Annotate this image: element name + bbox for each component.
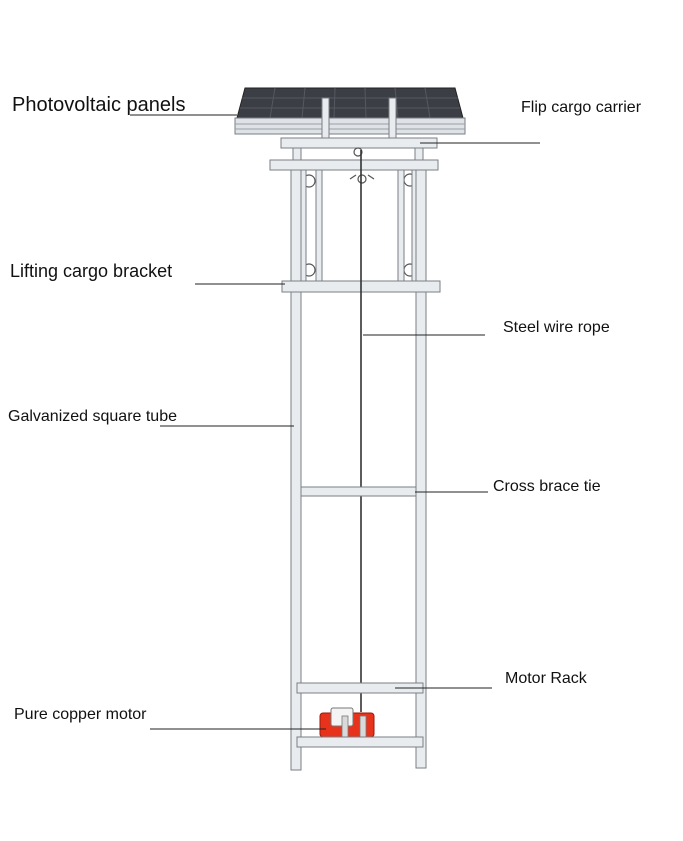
label-pure-copper-motor: Pure copper motor (14, 706, 147, 723)
label-cross-brace-tie: Cross brace tie (493, 478, 601, 495)
flip-cargo-carrier-drawing (269, 97, 439, 171)
galvanized-tube-drawing (290, 169, 427, 771)
cross-brace-tie-drawing (300, 486, 417, 497)
label-motor-rack: Motor Rack (505, 670, 587, 687)
photovoltaic-panel-drawing (234, 87, 466, 135)
lifting-cage-rails (299, 169, 419, 283)
pure-copper-motor-drawing (296, 707, 424, 748)
leader-lines (130, 114, 540, 730)
label-lifting-cargo-bracket: Lifting cargo bracket (10, 261, 173, 281)
label-flip-cargo-carrier: Flip cargo carrier (521, 99, 642, 116)
label-photovoltaic-panels: Photovoltaic panels (12, 94, 186, 116)
label-steel-wire-rope: Steel wire rope (503, 319, 610, 336)
label-galvanized-square-tube: Galvanized square tube (8, 408, 177, 425)
